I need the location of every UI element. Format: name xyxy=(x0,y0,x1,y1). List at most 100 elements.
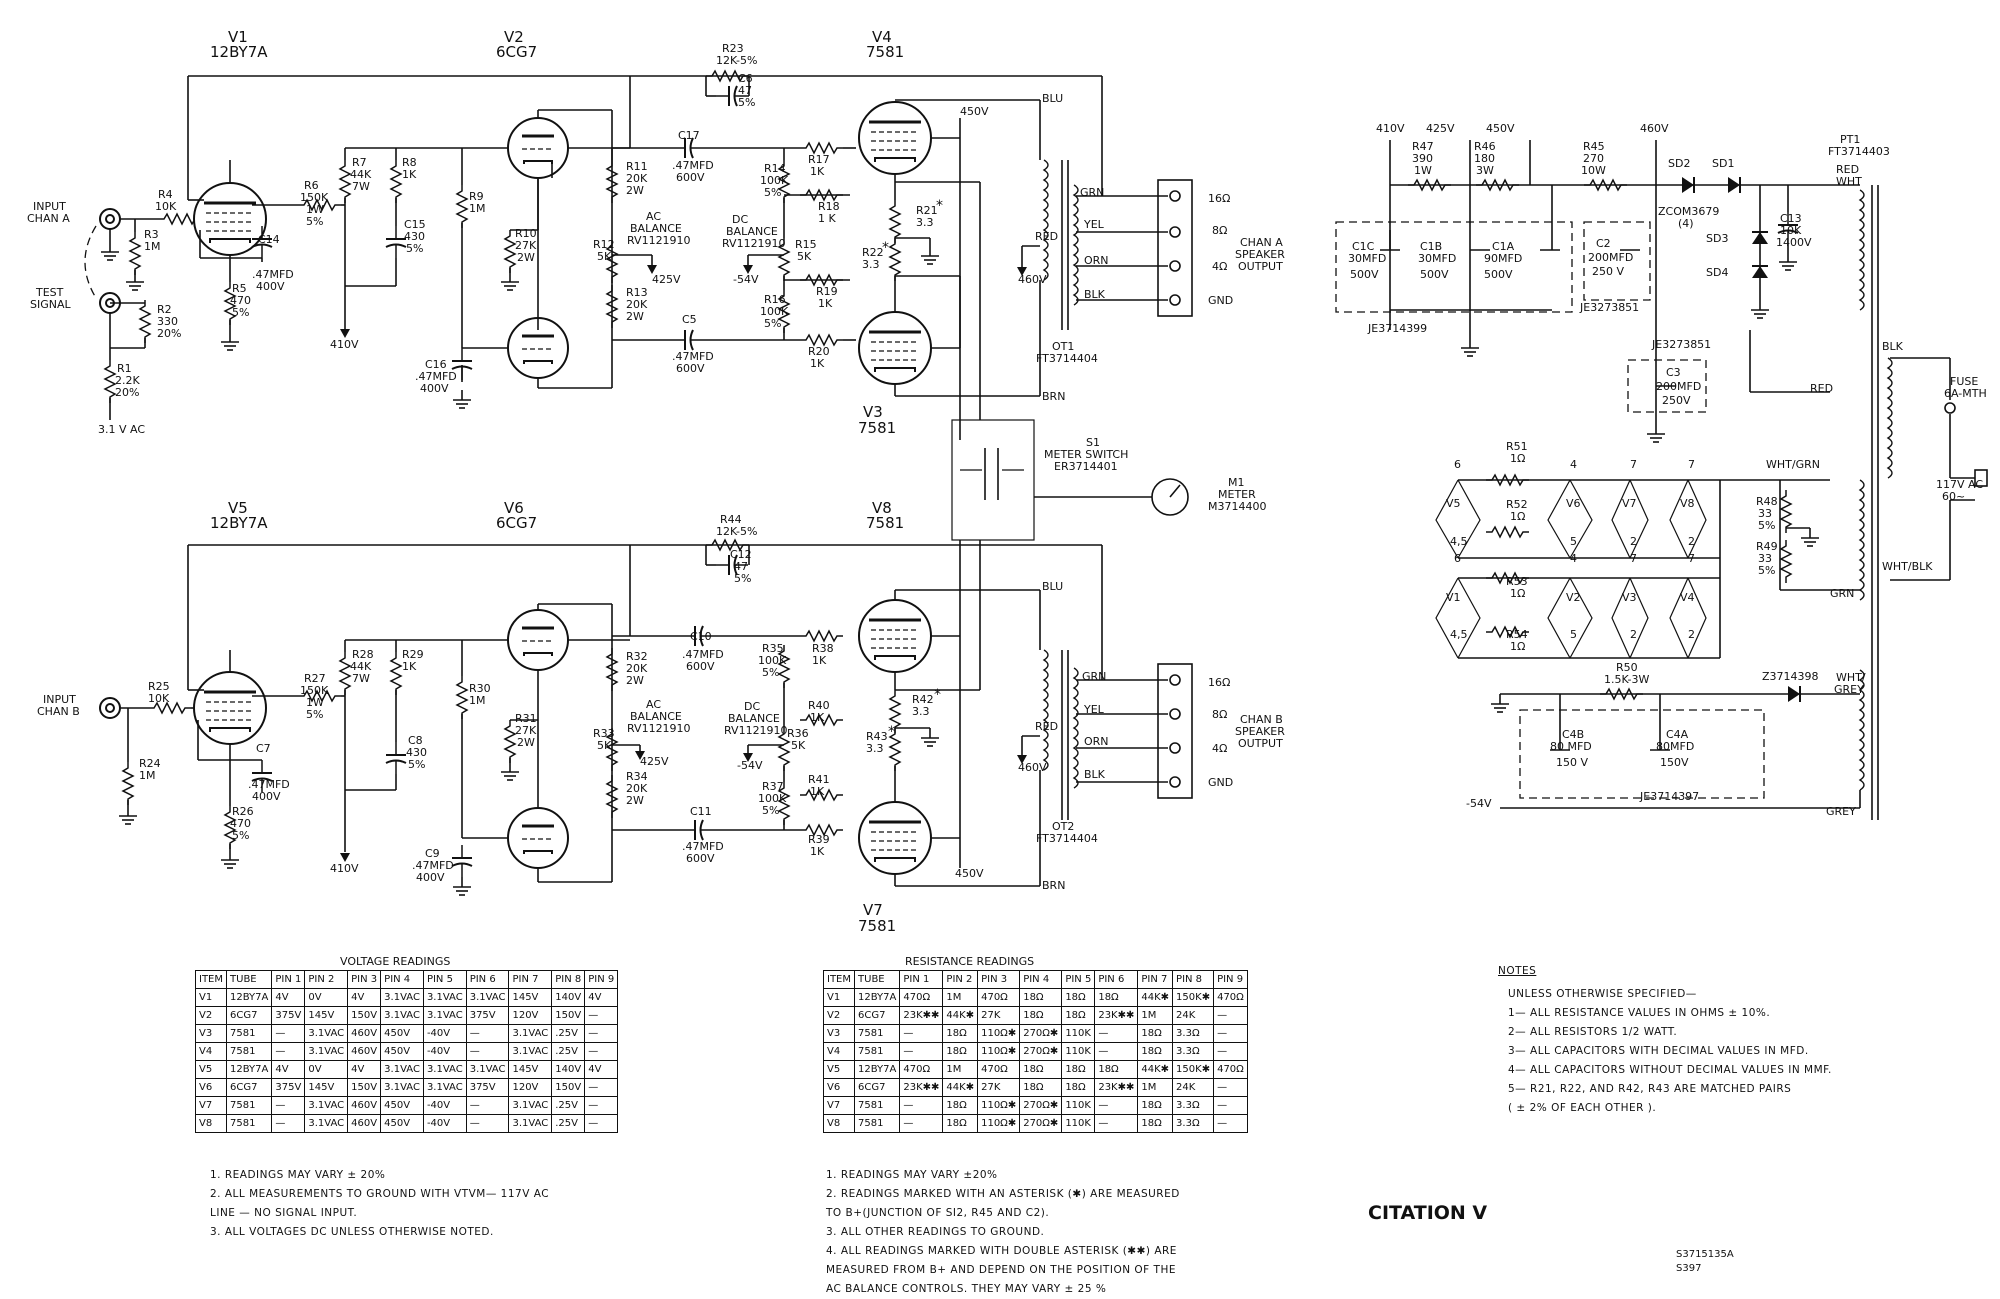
table-header-cell: TUBE xyxy=(226,970,273,989)
component-label: R25 xyxy=(148,680,170,693)
component-label: 6A-MTH xyxy=(1944,387,1987,400)
resistance-table-title: RESISTANCE READINGS xyxy=(905,955,1035,968)
table-cell: V1 xyxy=(822,988,856,1007)
component-label: * xyxy=(936,198,943,214)
table-cell: — xyxy=(465,1042,510,1061)
component-label: 450V xyxy=(955,867,984,880)
component-label: BALANCE xyxy=(726,225,778,238)
table-cell: 460V xyxy=(347,1024,382,1043)
table-cell: 3.1VAC xyxy=(422,1060,467,1079)
component-label: 10K xyxy=(1780,224,1802,237)
table-cell: 18Ω xyxy=(1061,1060,1096,1079)
component-label: 1K xyxy=(810,785,825,798)
component-label: CHAN A xyxy=(27,212,70,225)
component-label: RED xyxy=(1035,230,1058,243)
component-label: R22 xyxy=(862,246,884,259)
table-cell: 7581 xyxy=(854,1114,901,1133)
table-cell: 44K✱ xyxy=(942,1006,979,1025)
component-label: V5 xyxy=(1446,497,1461,510)
component-label: 270 xyxy=(1583,152,1604,165)
component-label: 5 xyxy=(1570,535,1577,548)
component-label: 1K xyxy=(810,845,825,858)
component-label: 1K xyxy=(402,168,417,181)
component-label: 2W xyxy=(517,736,535,749)
table-cell: — xyxy=(1094,1096,1139,1115)
component-label: 20% xyxy=(115,386,139,399)
note-line: 5— R21, R22, AND R42, R43 ARE MATCHED PA… xyxy=(1508,1083,1792,1095)
component-label: 7581 xyxy=(858,419,896,437)
table-cell: 18Ω xyxy=(1137,1114,1174,1133)
table-cell: 3.1VAC xyxy=(508,1042,553,1061)
table-cell: 110K xyxy=(1061,1096,1096,1115)
component-label: 20% xyxy=(157,327,181,340)
component-label: M3714400 xyxy=(1208,500,1266,513)
component-label: RV1121910 xyxy=(724,724,788,737)
component-label: 7581 xyxy=(858,917,896,935)
table-cell: 18Ω xyxy=(1137,1042,1174,1061)
component-label: 5% xyxy=(762,666,779,679)
table-cell: 27K xyxy=(977,1078,1021,1097)
component-label: 250V xyxy=(1662,394,1691,407)
component-label: 12K-5% xyxy=(716,525,757,538)
component-label: 117V AC xyxy=(1936,478,1983,491)
table-cell: 270Ω✱ xyxy=(1019,1114,1063,1133)
component-label: S1 xyxy=(1086,436,1100,449)
table-cell: 4V xyxy=(584,988,619,1007)
component-label: 2.2K xyxy=(115,374,140,387)
component-label: METER xyxy=(1218,488,1256,501)
table-cell: 270Ω✱ xyxy=(1019,1096,1063,1115)
table-cell: -40V xyxy=(422,1024,467,1043)
table-cell: 18Ω xyxy=(1137,1024,1174,1043)
component-label: 250 V xyxy=(1592,265,1624,278)
table-cell: 0V xyxy=(304,988,349,1007)
component-label: 1K xyxy=(812,654,827,667)
table-cell: — xyxy=(899,1096,944,1115)
table-cell: — xyxy=(1213,1042,1248,1061)
table-cell: 4V xyxy=(584,1060,619,1079)
note-line: 3. ALL OTHER READINGS TO GROUND. xyxy=(826,1226,1045,1238)
component-label: 4,5 xyxy=(1450,535,1468,548)
component-label: R8 xyxy=(402,156,417,169)
component-label: 5% xyxy=(764,317,781,330)
note-line: MEASURED FROM B+ AND DEPEND ON THE POSIT… xyxy=(826,1264,1176,1276)
component-label: 2 xyxy=(1630,535,1637,548)
table-header-cell: PIN 5 xyxy=(1061,970,1096,989)
table-cell: .25V xyxy=(551,1042,586,1061)
component-label: V8 xyxy=(1680,497,1695,510)
component-label: 1Ω xyxy=(1510,510,1525,523)
component-label: BLK xyxy=(1882,340,1904,353)
table-cell: 1M xyxy=(1137,1078,1174,1097)
table-cell: 3.1VAC xyxy=(380,1006,424,1025)
component-label: * xyxy=(882,240,889,256)
table-cell: 7581 xyxy=(226,1024,273,1043)
component-label: R40 xyxy=(808,699,830,712)
table-cell: — xyxy=(1213,1114,1248,1133)
notes-list: UNLESS OTHERWISE SPECIFIED—1— ALL RESIST… xyxy=(1508,985,1832,1118)
table-cell: 110K xyxy=(1061,1042,1096,1061)
component-label: R47 xyxy=(1412,140,1434,153)
component-label: WHT/BLK xyxy=(1882,560,1933,573)
component-label: DC xyxy=(744,700,760,713)
table-cell: 18Ω xyxy=(1019,1060,1063,1079)
component-label: C10 xyxy=(690,630,712,643)
table-cell: — xyxy=(271,1042,306,1061)
component-label: 500V xyxy=(1420,268,1449,281)
component-label: 5% xyxy=(1758,564,1775,577)
table-cell: 6CG7 xyxy=(226,1006,273,1025)
component-label: 3.3 xyxy=(912,705,930,718)
table-cell: 150V xyxy=(347,1078,382,1097)
channel-a-wiring xyxy=(84,70,1193,541)
table-cell: 6CG7 xyxy=(226,1078,273,1097)
component-label: 1M xyxy=(144,240,161,253)
component-label: 1K xyxy=(810,357,825,370)
component-label: CHAN B xyxy=(37,705,80,718)
component-label: 30MFD xyxy=(1418,252,1456,265)
table-cell: 3.1VAC xyxy=(508,1114,553,1133)
component-label: 5% xyxy=(762,804,779,817)
